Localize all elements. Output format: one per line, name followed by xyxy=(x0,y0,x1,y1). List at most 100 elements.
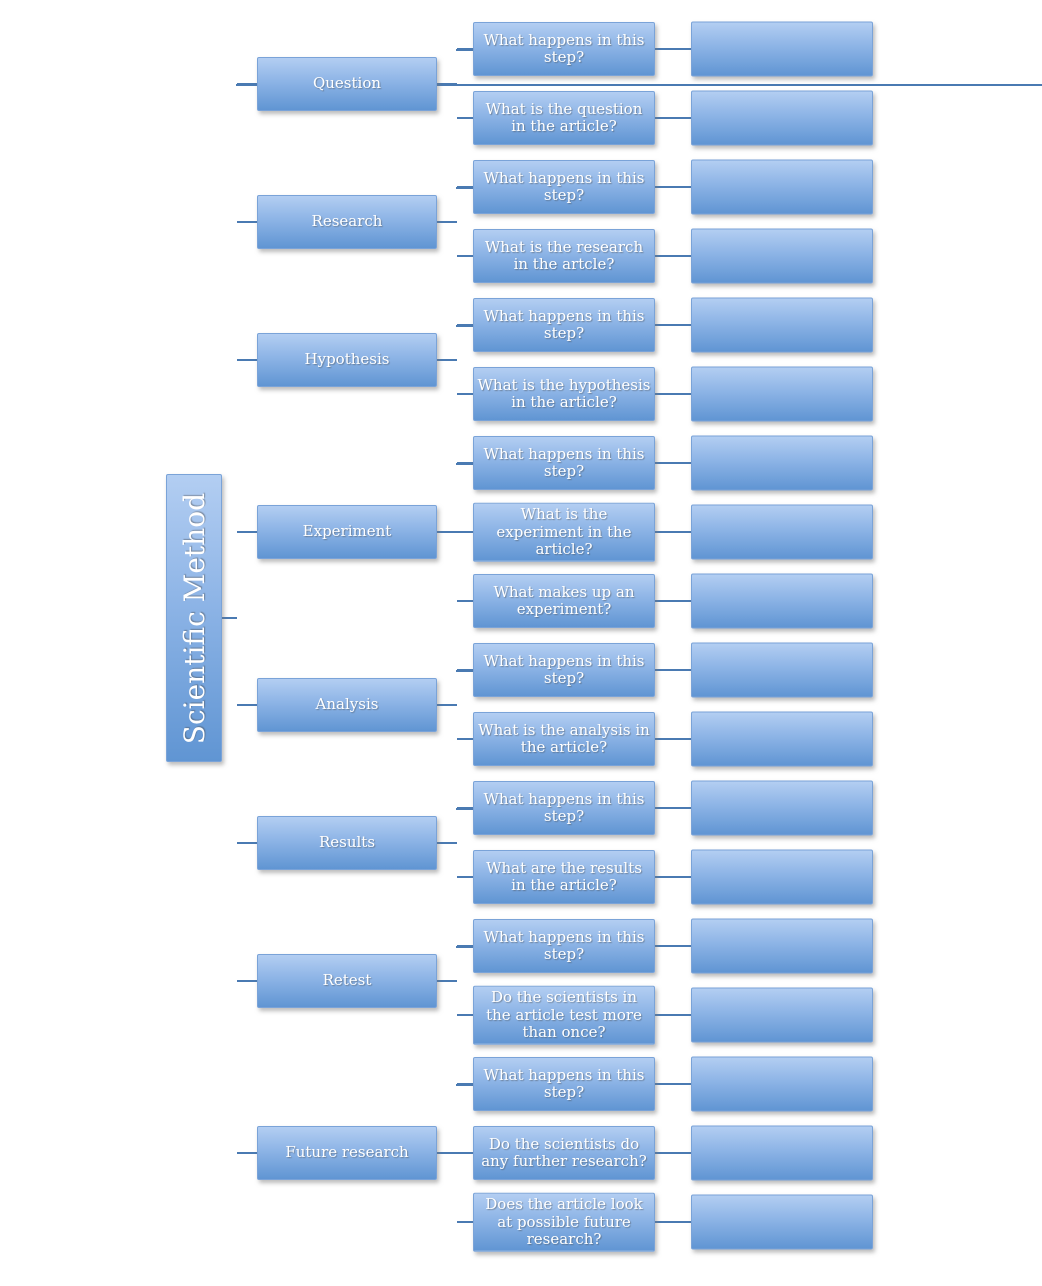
connector-line xyxy=(655,1083,691,1085)
branch-node-results[interactable]: Results xyxy=(257,815,437,870)
question-node[interactable]: What are the results in the article? xyxy=(473,850,655,904)
question-node-label: Does the article look at possible future… xyxy=(485,1194,643,1248)
answer-box[interactable] xyxy=(691,573,873,629)
connector-line xyxy=(457,738,473,740)
question-node[interactable]: What happens in this step? xyxy=(473,919,655,973)
question-node-label: What happens in this step? xyxy=(483,30,645,66)
connector-line xyxy=(457,531,473,533)
answer-box[interactable] xyxy=(691,90,873,146)
answer-box[interactable] xyxy=(691,1125,873,1181)
question-node[interactable]: What happens in this step? xyxy=(473,160,655,214)
root-node[interactable]: Scientific Method xyxy=(166,474,222,763)
connector-line xyxy=(655,945,691,947)
question-node-label: What happens in this step? xyxy=(483,306,645,342)
question-node-label: What is the question in the article? xyxy=(485,99,643,135)
branch-node-label: Hypothesis xyxy=(304,349,390,368)
branch-node-label: Research xyxy=(311,211,383,230)
connector-line xyxy=(437,531,457,533)
question-node-label: What happens in this step? xyxy=(483,927,645,963)
connector-line xyxy=(236,83,1042,86)
answer-box[interactable] xyxy=(691,780,873,836)
branch-node-hypothesis[interactable]: Hypothesis xyxy=(257,332,437,387)
question-node[interactable]: Do the scientists in the article test mo… xyxy=(473,985,655,1045)
connector-line xyxy=(457,1152,473,1154)
answer-box[interactable] xyxy=(691,1056,873,1112)
connector-line xyxy=(237,1152,257,1154)
question-node-label: What makes up an experiment? xyxy=(493,582,635,618)
connector-line xyxy=(437,703,457,706)
question-node-label: What is the experiment in the article? xyxy=(496,504,632,558)
answer-box[interactable] xyxy=(691,297,873,353)
branch-node-analysis[interactable]: Analysis xyxy=(257,677,437,732)
question-node-label: What happens in this step? xyxy=(483,444,645,480)
question-node-label: What is the hypothesis in the article? xyxy=(477,375,651,411)
answer-box[interactable] xyxy=(691,1194,873,1250)
answer-box[interactable] xyxy=(691,711,873,767)
question-node-label: What happens in this step? xyxy=(483,789,645,825)
connector-line xyxy=(437,979,457,982)
branch-node-label: Results xyxy=(318,832,376,851)
connector-line xyxy=(655,876,691,878)
question-node[interactable]: What is the question in the article? xyxy=(473,91,655,145)
question-node[interactable]: What happens in this step? xyxy=(473,298,655,352)
question-node[interactable]: What happens in this step? xyxy=(473,781,655,835)
connector-line xyxy=(237,358,257,361)
connector-line xyxy=(655,1014,691,1016)
question-node-label: What is the analysis in the article? xyxy=(478,720,650,756)
connector-line xyxy=(237,82,257,85)
connector-line xyxy=(655,738,691,740)
connector-line xyxy=(655,1152,691,1154)
answer-box[interactable] xyxy=(691,849,873,905)
question-node[interactable]: What happens in this step? xyxy=(473,436,655,490)
connector-line xyxy=(437,841,457,844)
answer-box[interactable] xyxy=(691,504,873,560)
connector-line xyxy=(655,255,691,257)
question-node[interactable]: What happens in this step? xyxy=(473,643,655,697)
question-node-label: What happens in this step? xyxy=(483,168,645,204)
connector-line xyxy=(237,841,257,844)
connector-line xyxy=(655,669,691,671)
connector-line xyxy=(457,600,473,602)
branch-node-label: Question xyxy=(312,73,382,92)
question-node[interactable]: What happens in this step? xyxy=(473,22,655,76)
connector-line xyxy=(457,1014,473,1016)
question-node[interactable]: Do the scientists do any further researc… xyxy=(473,1126,655,1180)
connector-line xyxy=(655,186,691,188)
connector-line xyxy=(457,186,473,188)
branch-node-future-research[interactable]: Future research xyxy=(257,1126,437,1180)
connector-line xyxy=(237,703,257,706)
branch-node-research[interactable]: Research xyxy=(257,194,437,249)
answer-box[interactable] xyxy=(691,987,873,1043)
branch-node-experiment[interactable]: Experiment xyxy=(257,505,437,559)
answer-box[interactable] xyxy=(691,642,873,698)
connector-line xyxy=(237,979,257,982)
answer-box[interactable] xyxy=(691,918,873,974)
question-node[interactable]: What makes up an experiment? xyxy=(473,574,655,628)
answer-box[interactable] xyxy=(691,159,873,215)
question-node-label: Do the scientists in the article test mo… xyxy=(486,987,642,1041)
answer-box[interactable] xyxy=(691,435,873,491)
question-node[interactable]: Does the article look at possible future… xyxy=(473,1192,655,1252)
branch-node-question[interactable]: Question xyxy=(257,56,437,111)
question-node[interactable]: What is the analysis in the article? xyxy=(473,712,655,766)
question-node[interactable]: What is the research in the artcle? xyxy=(473,229,655,283)
connector-line xyxy=(457,1221,473,1223)
question-node-label: What happens in this step? xyxy=(483,1065,645,1101)
connector-line xyxy=(457,324,473,326)
question-node[interactable]: What happens in this step? xyxy=(473,1057,655,1111)
connector-line xyxy=(457,48,473,50)
connector-line xyxy=(437,1152,457,1154)
answer-box[interactable] xyxy=(691,228,873,284)
question-node-label: Do the scientists do any further researc… xyxy=(481,1134,647,1170)
question-node[interactable]: What is the experiment in the article? xyxy=(473,502,655,562)
question-node[interactable]: What is the hypothesis in the article? xyxy=(473,367,655,421)
answer-box[interactable] xyxy=(691,21,873,77)
connector-line xyxy=(655,324,691,326)
connector-line xyxy=(222,617,237,620)
branch-node-retest[interactable]: Retest xyxy=(257,953,437,1008)
question-node-label: What are the results in the article? xyxy=(486,858,642,894)
answer-box[interactable] xyxy=(691,366,873,422)
connector-line xyxy=(655,462,691,464)
connector-line xyxy=(655,117,691,119)
connector-line xyxy=(457,462,473,464)
